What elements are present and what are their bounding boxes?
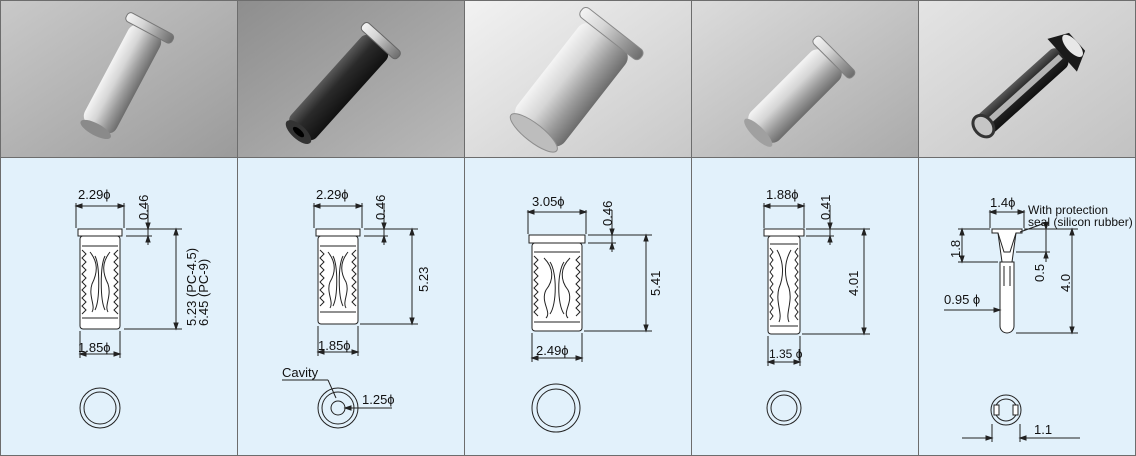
- col5-body-dia: 0.95 ϕ: [944, 292, 980, 307]
- col1-length-alt: 6.45 (PC-9): [196, 259, 211, 326]
- col2-length: 5.23: [416, 267, 431, 292]
- drawing-pin-4: [762, 203, 870, 426]
- col5-head-dia: 1.4ϕ: [990, 195, 1015, 210]
- col4-head-dia: 1.88ϕ: [766, 187, 799, 202]
- col4-body-dia: 1.35 ϕ: [769, 347, 803, 361]
- col1-length: 5.23 (PC-4.5): [184, 248, 199, 326]
- col3-body-dia: 2.49ϕ: [536, 343, 569, 358]
- pin-photo-2: [285, 22, 401, 144]
- col1-body-dia: 1.85ϕ: [78, 340, 111, 355]
- col5-note-line2: seal (silicon rubber): [1028, 215, 1133, 229]
- pin-photo-3: [509, 6, 644, 153]
- col1-head-thk: 0.46: [136, 195, 151, 220]
- col2-head-dia: 2.29ϕ: [316, 187, 349, 202]
- col4-length: 4.01: [846, 271, 861, 296]
- col5-end-dim: 1.1: [1034, 422, 1052, 437]
- col4-head-thk: 0.41: [818, 195, 833, 220]
- col2-cavity-dia: 1.25ϕ: [362, 392, 395, 407]
- col3-head-dia: 3.05ϕ: [532, 194, 565, 209]
- col2-head-thk: 0.46: [373, 195, 388, 220]
- col5-length: 4.0: [1058, 274, 1073, 292]
- col3-head-thk: 0.46: [600, 201, 615, 226]
- pin-photo-5: [971, 32, 1086, 139]
- pin-photo-4: [744, 35, 856, 147]
- col5-note-line1: With protection: [1028, 203, 1108, 217]
- col5-head-len: 1.8: [948, 240, 963, 258]
- drawing-pin-5: [944, 209, 1080, 442]
- pin-photo-1: [80, 12, 175, 140]
- col2-body-dia: 1.85ϕ: [318, 338, 351, 353]
- col3-length: 5.41: [648, 271, 663, 296]
- col5-seal-len: 0.5: [1032, 264, 1047, 282]
- drawing-pin-3: [526, 209, 652, 433]
- drawing-pin-2: [282, 203, 418, 429]
- drawing-pin-1: [74, 203, 182, 429]
- col1-head-dia: 2.29ϕ: [78, 187, 111, 202]
- col2-cavity-label: Cavity: [282, 365, 319, 380]
